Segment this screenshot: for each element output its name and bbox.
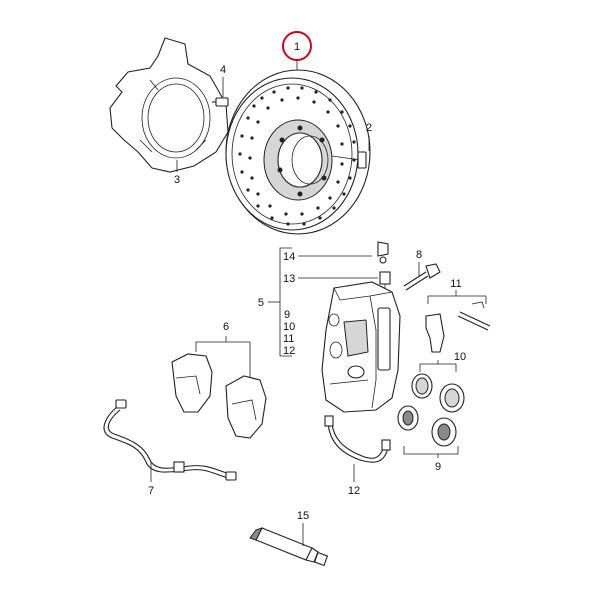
callout-10[interactable]: 10 [454, 351, 466, 363]
callout-5-bracket [268, 247, 292, 357]
callout-12[interactable]: 12 [348, 485, 360, 497]
callout-2[interactable]: 2 [366, 122, 372, 134]
piston-seal-1[interactable] [411, 373, 433, 399]
callout-7[interactable]: 7 [148, 485, 154, 497]
group-item-9[interactable]: 9 [284, 309, 290, 321]
paste-tube[interactable] [249, 527, 329, 567]
callout-8[interactable]: 8 [416, 249, 422, 261]
callout-4[interactable]: 4 [220, 64, 226, 76]
brake-caliper[interactable] [321, 281, 401, 413]
dust-shield[interactable] [109, 37, 229, 173]
seal-group-10 [419, 360, 457, 372]
piston-seal-4[interactable] [431, 417, 457, 447]
callout-15[interactable]: 15 [297, 510, 309, 522]
group-item-10[interactable]: 10 [283, 321, 295, 333]
callout-14[interactable]: 14 [283, 251, 295, 263]
brake-pad-2[interactable] [225, 375, 267, 439]
group-item-12[interactable]: 12 [283, 345, 295, 357]
bleeder-cap[interactable] [377, 241, 389, 264]
callout-11[interactable]: 11 [450, 278, 461, 290]
piston-seal-2[interactable] [439, 383, 465, 413]
brake-disc[interactable] [225, 69, 371, 235]
pads-bracket [195, 336, 251, 378]
seal-group-9 [403, 446, 459, 458]
retaining-spring[interactable] [425, 313, 445, 353]
callout-6[interactable]: 6 [223, 321, 229, 333]
piston-seal-3[interactable] [397, 405, 419, 431]
callout-13[interactable]: 13 [283, 273, 295, 285]
group-item-11[interactable]: 11 [283, 333, 294, 345]
pad-retainer-bracket [427, 290, 487, 304]
callout-3[interactable]: 3 [174, 174, 180, 186]
callout-9[interactable]: 9 [435, 461, 441, 473]
disc-screw[interactable] [331, 151, 367, 169]
wear-sensor[interactable] [103, 399, 237, 481]
retaining-pin[interactable] [457, 301, 491, 331]
callout-5[interactable]: 5 [258, 297, 264, 309]
brake-line[interactable] [324, 415, 391, 463]
shield-bolt[interactable] [212, 97, 229, 107]
brake-pad-1[interactable] [171, 353, 213, 413]
caliper-bolt[interactable] [403, 263, 441, 291]
callout-1[interactable]: 1 [294, 41, 300, 53]
